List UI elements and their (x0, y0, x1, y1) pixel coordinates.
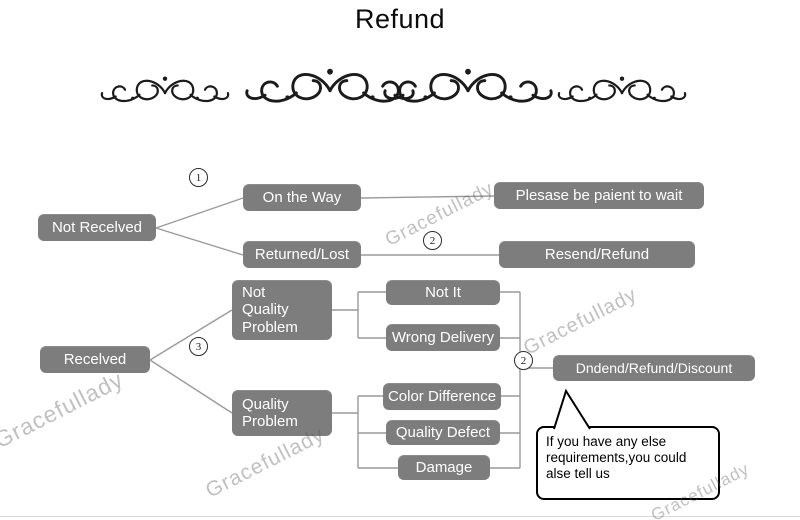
node-resend-refund-discount: Dndend/Refund/Discount (553, 355, 755, 381)
node-on-the-way: On the Way (243, 184, 361, 211)
speech-bubble: If you have any else requirements,you co… (536, 426, 720, 500)
bottom-divider (0, 516, 800, 517)
node-not-it: Not It (386, 280, 500, 305)
node-quality-defect: Quality Defect (386, 420, 500, 445)
node-wrong-delivery: Wrong Delivery (386, 324, 500, 351)
page-title: Refund (354, 4, 446, 34)
node-please-wait: Plesase be paient to wait (494, 182, 704, 209)
node-quality-problem: Quality Problem (232, 390, 332, 436)
node-received: Recelved (40, 346, 150, 373)
step-number-1: 1 (189, 168, 208, 187)
node-damage: Damage (398, 455, 490, 480)
node-resend-refund: Resend/Refund (499, 241, 695, 268)
node-not-received: Not Recelved (38, 214, 156, 241)
node-color-difference: Color Difference (383, 383, 501, 410)
step-number-3: 3 (189, 337, 208, 356)
node-not-quality-problem: Not Quality Problem (232, 280, 332, 340)
step-number-2: 2 (423, 231, 442, 250)
step-number-2b: 2 (514, 351, 533, 370)
node-returned-lost: Returned/Lost (243, 241, 361, 268)
